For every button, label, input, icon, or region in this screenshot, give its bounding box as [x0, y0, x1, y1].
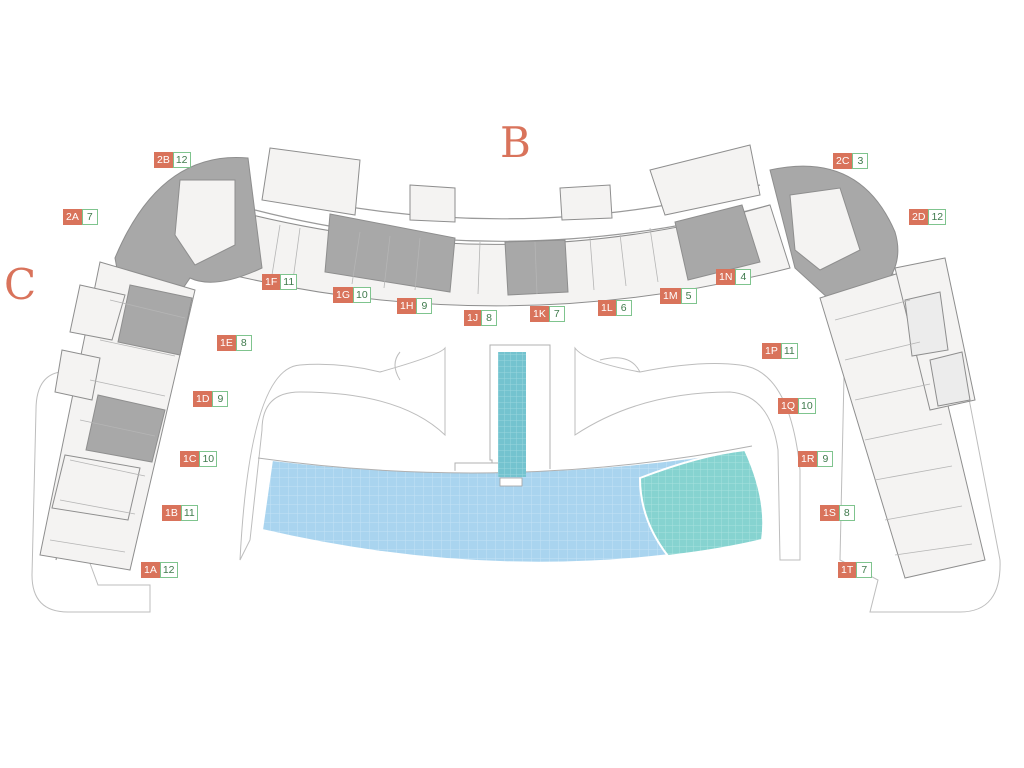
partition-lines: [49, 224, 973, 556]
unit-count: 7: [548, 306, 565, 322]
unit-code: 2A: [63, 209, 82, 225]
unit-count: 5: [680, 288, 697, 304]
site-outline: [31, 299, 1001, 613]
corner-towers: [114, 156, 899, 301]
unit-code: 1L: [598, 300, 616, 316]
unit-count: 8: [838, 505, 855, 521]
unit-code: 1E: [217, 335, 236, 351]
unit-count: 10: [798, 398, 816, 414]
unit-code: 2C: [833, 153, 853, 169]
unit-code: 1H: [397, 298, 417, 314]
unit-code: 1N: [716, 269, 736, 285]
unit-count: 10: [353, 287, 371, 303]
lap-pool: [498, 352, 526, 477]
unit-count: 7: [81, 209, 98, 225]
teal-pool-section: [638, 448, 765, 558]
unit-count: 9: [416, 298, 433, 314]
unit-count: 11: [280, 274, 298, 290]
unit-count: 11: [180, 505, 198, 521]
unit-count: 6: [615, 300, 632, 316]
unit-code: 1S: [820, 505, 839, 521]
unit-count: 3: [852, 153, 869, 169]
unit-code: 1D: [193, 391, 213, 407]
unit-code: 1J: [464, 310, 482, 326]
unit-code: 1M: [660, 288, 681, 304]
unit-count: 4: [735, 269, 752, 285]
wing-right-building: [819, 257, 986, 579]
unit-count: 11: [780, 343, 798, 359]
unit-count: 9: [212, 391, 229, 407]
lap-pool-steps: [499, 477, 523, 487]
unit-code: 1T: [838, 562, 857, 578]
unit-count: 12: [172, 152, 191, 168]
unit-code: 1K: [530, 306, 549, 322]
wing-label-c: C: [4, 260, 37, 309]
wing-c-building: [39, 261, 196, 571]
unit-count: 12: [159, 562, 178, 578]
unit-code: 1C: [180, 451, 200, 467]
unit-code: 1G: [333, 287, 354, 303]
unit-code: 1A: [141, 562, 160, 578]
wing-b-building: [231, 144, 791, 307]
unit-code: 2B: [154, 152, 173, 168]
unit-code: 1F: [262, 274, 281, 290]
unit-code: 1R: [798, 451, 818, 467]
unit-count: 9: [817, 451, 834, 467]
unit-count: 12: [928, 209, 947, 225]
unit-count: 7: [856, 562, 873, 578]
wing-label-b: B: [500, 118, 531, 167]
unit-code: 2D: [909, 209, 929, 225]
unit-code: 1P: [762, 343, 781, 359]
unit-count: 8: [235, 335, 252, 351]
unit-code: 1Q: [778, 398, 799, 414]
unit-count: 10: [199, 451, 218, 467]
unit-count: 8: [481, 310, 498, 326]
unit-code: 1B: [162, 505, 181, 521]
